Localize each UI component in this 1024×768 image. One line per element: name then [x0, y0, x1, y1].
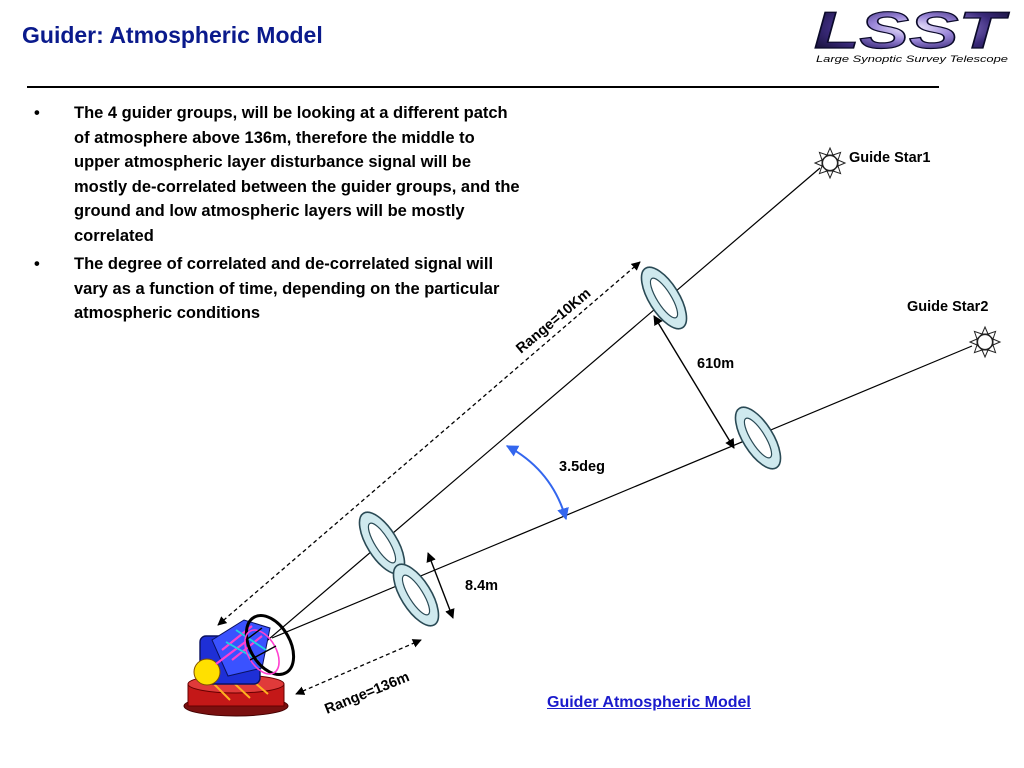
- slide-title: Guider: Atmospheric Model: [22, 22, 323, 48]
- angle-label: 3.5deg: [559, 459, 605, 475]
- sight-line-star1: [261, 167, 821, 646]
- separation-high-arrow: [653, 315, 735, 449]
- telescope-icon: [183, 614, 296, 717]
- separation-low-arrow: [426, 552, 455, 619]
- diagram-caption-link[interactable]: Guider Atmospheric Model: [547, 694, 751, 711]
- atmosphere-ring-high-2: [734, 406, 782, 470]
- sight-line-star2: [271, 345, 973, 639]
- angle-arc: [505, 445, 569, 521]
- guide-star1-icon: [814, 147, 846, 179]
- guide-star2-label: Guide Star2: [907, 299, 988, 315]
- lsst-logo: LSST Large Synoptic Survey Telescope: [813, 2, 1010, 65]
- bullet-marker: •: [34, 104, 40, 122]
- guide-star2-icon: [969, 326, 1001, 358]
- range-high-label: Range=10Km: [513, 285, 594, 357]
- logo-subtitle: Large Synoptic Survey Telescope: [816, 54, 1008, 65]
- range-high-dashed-line: [217, 261, 641, 626]
- title-underline: [27, 86, 939, 88]
- atmosphere-ring-low-2: [392, 563, 440, 627]
- separation-high-label: 610m: [697, 356, 734, 372]
- bullet-item: • The 4 guider groups, will be looking a…: [30, 101, 520, 248]
- bullet-text: The 4 guider groups, will be looking at …: [74, 104, 520, 245]
- logo-wordmark: LSST: [814, 2, 1010, 60]
- atmosphere-ring-low-1: [358, 511, 406, 575]
- guide-star1-label: Guide Star1: [849, 150, 930, 166]
- range-low-dashed-line: [295, 639, 422, 695]
- atmosphere-ring-high-1: [640, 266, 688, 330]
- bullet-marker: •: [34, 255, 40, 273]
- separation-low-label: 8.4m: [465, 578, 498, 594]
